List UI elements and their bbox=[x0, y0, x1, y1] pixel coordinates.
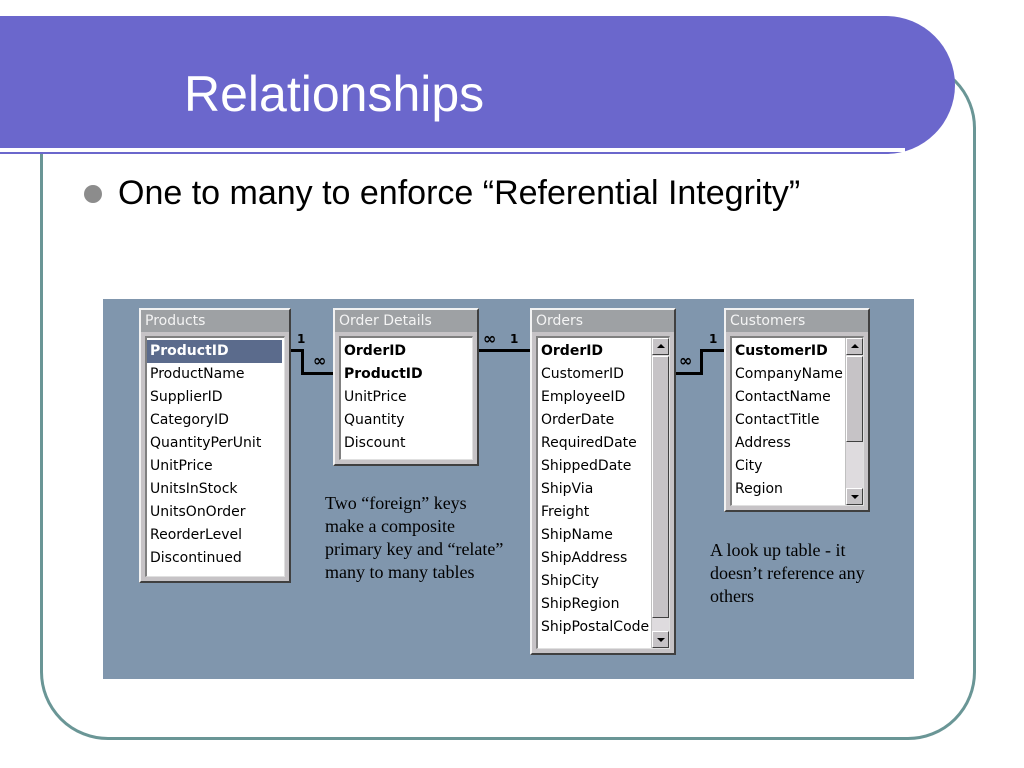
relationships-diagram: Products ProductID ProductName SupplierI… bbox=[103, 299, 914, 679]
field-item[interactable]: ShipPostalCode bbox=[541, 619, 650, 635]
field-item[interactable]: UnitsOnOrder bbox=[150, 504, 246, 520]
relationship-line[interactable] bbox=[291, 349, 303, 352]
field-item[interactable]: ProductName bbox=[150, 366, 245, 382]
field-item[interactable]: OrderDate bbox=[541, 412, 615, 428]
field-item[interactable]: Discount bbox=[344, 435, 406, 451]
field-item[interactable]: Address bbox=[735, 435, 791, 451]
table-products[interactable]: Products ProductID ProductName SupplierI… bbox=[139, 308, 291, 583]
field-item[interactable]: ReorderLevel bbox=[150, 527, 242, 543]
scroll-up-button[interactable] bbox=[652, 338, 669, 355]
vertical-scrollbar[interactable] bbox=[845, 338, 863, 505]
field-item[interactable]: OrderID bbox=[541, 343, 604, 359]
one-side-label: 1 bbox=[297, 332, 306, 346]
field-item[interactable]: Discontinued bbox=[150, 550, 242, 566]
field-item[interactable]: City bbox=[735, 458, 763, 474]
bullet-text: One to many to enforce “Referential Inte… bbox=[118, 174, 801, 212]
field-item[interactable]: UnitPrice bbox=[150, 458, 213, 474]
field-item[interactable]: CompanyName bbox=[735, 366, 843, 382]
field-item[interactable]: Region bbox=[735, 481, 783, 497]
table-title[interactable]: Order Details bbox=[335, 310, 477, 332]
table-title[interactable]: Products bbox=[141, 310, 289, 332]
table-title[interactable]: Orders bbox=[532, 310, 674, 332]
table-title[interactable]: Customers bbox=[726, 310, 868, 332]
relationship-line[interactable] bbox=[301, 349, 304, 375]
field-item[interactable]: ProductID bbox=[344, 366, 423, 382]
field-item[interactable]: ContactTitle bbox=[735, 412, 820, 428]
field-item[interactable]: CategoryID bbox=[150, 412, 229, 428]
field-item[interactable]: EmployeeID bbox=[541, 389, 626, 405]
field-item[interactable]: CustomerID bbox=[541, 366, 624, 382]
table-customers[interactable]: Customers CustomerID CompanyName Contact… bbox=[724, 308, 870, 512]
field-item[interactable]: Freight bbox=[541, 504, 590, 520]
many-side-label: ∞ bbox=[313, 351, 327, 370]
scroll-up-button[interactable] bbox=[846, 338, 863, 355]
field-item[interactable]: Quantity bbox=[344, 412, 405, 428]
relationship-line[interactable] bbox=[700, 349, 703, 375]
one-side-label: 1 bbox=[709, 332, 718, 346]
field-item[interactable]: QuantityPerUnit bbox=[150, 435, 262, 451]
field-item[interactable]: ShipRegion bbox=[541, 596, 620, 612]
field-item[interactable]: ProductID bbox=[147, 340, 282, 363]
title-banner: Relationships bbox=[0, 16, 955, 154]
many-side-label: ∞ bbox=[679, 351, 693, 370]
scroll-down-button[interactable] bbox=[846, 488, 863, 505]
bullet-icon bbox=[84, 185, 102, 203]
field-list: CustomerID CompanyName ContactName Conta… bbox=[730, 336, 864, 506]
relationship-line[interactable] bbox=[700, 349, 724, 352]
arrow-down-icon bbox=[657, 638, 665, 642]
field-item[interactable]: ShipCity bbox=[541, 573, 599, 589]
field-item[interactable]: SupplierID bbox=[150, 389, 223, 405]
one-side-label: 1 bbox=[510, 332, 519, 346]
field-item[interactable]: ShipVia bbox=[541, 481, 594, 497]
slide-title: Relationships bbox=[184, 66, 485, 122]
field-item[interactable]: RequiredDate bbox=[541, 435, 637, 451]
field-item[interactable]: CustomerID bbox=[735, 343, 828, 359]
field-list: OrderID CustomerID EmployeeID OrderDate … bbox=[536, 336, 670, 649]
title-underline bbox=[0, 148, 905, 152]
vertical-scrollbar[interactable] bbox=[651, 338, 669, 648]
field-item[interactable]: ShipAddress bbox=[541, 550, 628, 566]
arrow-up-icon bbox=[851, 344, 859, 348]
field-list: ProductID ProductName SupplierID Categor… bbox=[145, 336, 285, 577]
arrow-up-icon bbox=[657, 344, 665, 348]
field-item[interactable]: OrderID bbox=[344, 343, 407, 359]
field-item[interactable]: UnitsInStock bbox=[150, 481, 238, 497]
scroll-thumb[interactable] bbox=[846, 356, 863, 442]
scroll-down-button[interactable] bbox=[652, 631, 669, 648]
field-item[interactable]: ShipName bbox=[541, 527, 613, 543]
field-list: OrderID ProductID UnitPrice Quantity Dis… bbox=[339, 336, 473, 460]
relationship-line[interactable] bbox=[301, 372, 333, 375]
many-side-label: ∞ bbox=[483, 329, 497, 348]
table-orders[interactable]: Orders OrderID CustomerID EmployeeID Ord… bbox=[530, 308, 676, 655]
relationship-line[interactable] bbox=[676, 372, 702, 375]
scroll-thumb[interactable] bbox=[652, 356, 669, 618]
composite-key-note: Two “foreign” keys make a composite prim… bbox=[325, 493, 504, 582]
lookup-table-note: A look up table - it doesn’t reference a… bbox=[710, 540, 865, 606]
field-item[interactable]: ShippedDate bbox=[541, 458, 632, 474]
field-item[interactable]: ContactName bbox=[735, 389, 831, 405]
relationship-line[interactable] bbox=[479, 349, 530, 352]
field-item[interactable]: UnitPrice bbox=[344, 389, 407, 405]
table-order-details[interactable]: Order Details OrderID ProductID UnitPric… bbox=[333, 308, 479, 466]
arrow-down-icon bbox=[851, 495, 859, 499]
